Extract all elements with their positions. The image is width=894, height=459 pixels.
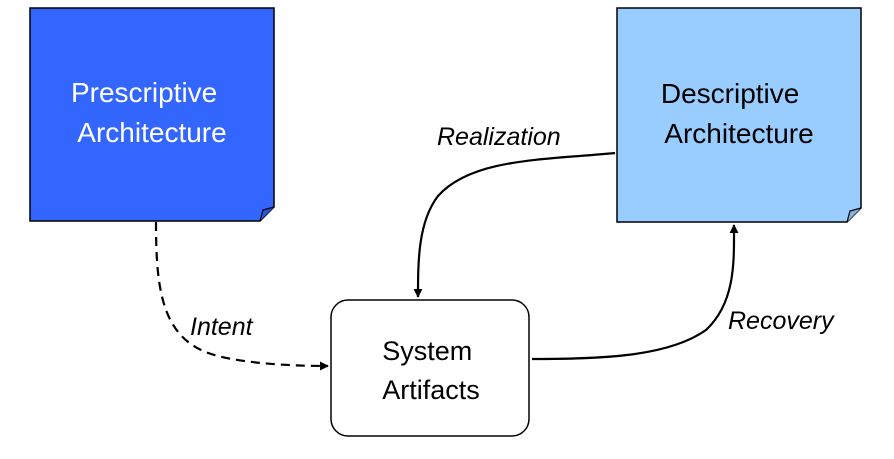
descriptive-architecture-box [616, 7, 862, 223]
prescriptive-architecture-node: Prescriptive Architecture [29, 7, 275, 222]
realization-arrow [413, 151, 616, 298]
prescriptive-label-line-1: Prescriptive [71, 77, 217, 108]
prescriptive-label-line-2: Architecture [77, 117, 226, 148]
recovery-edge-label: Recovery [728, 307, 835, 335]
prescriptive-node-label: Prescriptive Architecture [71, 77, 227, 148]
descriptive-label-line-1: Descriptive [661, 78, 799, 109]
system-artifacts-box [330, 299, 530, 437]
intent-edge-label: Intent [190, 313, 254, 341]
realization-edge-label: Realization [437, 123, 561, 151]
prescriptive-folded-corner-icon [259, 206, 275, 222]
descriptive-node-label: Descriptive Architecture [661, 78, 814, 149]
descriptive-folded-corner-icon [846, 207, 862, 223]
prescriptive-architecture-box [29, 7, 275, 222]
system-artifacts-label-line-1: System [382, 336, 472, 366]
system-artifacts-label: System Artifacts [382, 336, 480, 405]
descriptive-label-line-2: Architecture [664, 118, 813, 149]
recovery-arrow [531, 224, 739, 361]
intent-arrow [154, 221, 329, 371]
descriptive-architecture-node: Descriptive Architecture [616, 7, 862, 223]
system-artifacts-label-line-2: Artifacts [382, 375, 480, 405]
system-artifacts-node: System Artifacts [330, 299, 530, 437]
